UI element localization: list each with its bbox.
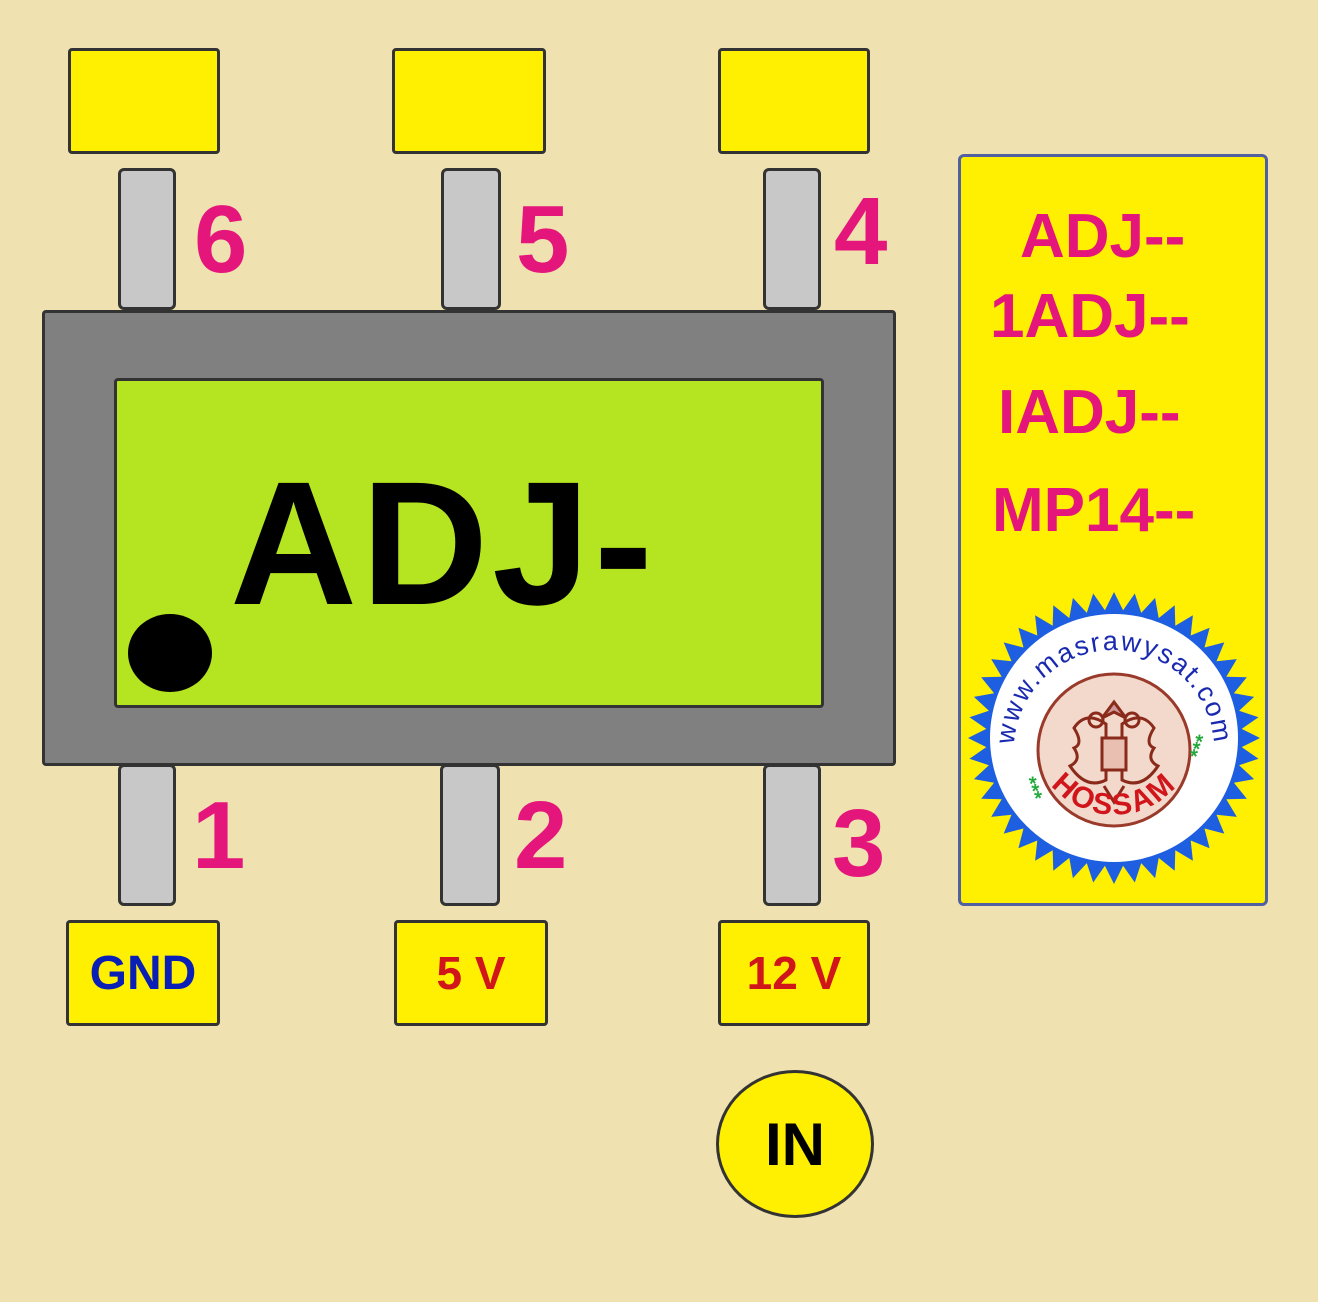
- pin-number-6: 6: [194, 186, 248, 293]
- leg-pin-1: [118, 764, 176, 906]
- chip-face: [114, 378, 824, 708]
- double-eagle-emblem: [1067, 699, 1161, 805]
- pin-number-1: 1: [192, 782, 246, 889]
- pin-number-2: 2: [514, 782, 568, 889]
- leg-pin-4: [763, 168, 821, 310]
- marking-code-1: ADJ--: [1020, 202, 1186, 271]
- leg-pin-2: [440, 764, 500, 906]
- leg-pin-6: [118, 168, 176, 310]
- watermark-seal: www.masrawysat.com HOSSAM *** ***: [968, 592, 1260, 884]
- chip-marking: ADJ-: [230, 446, 657, 642]
- pin-number-5: 5: [516, 186, 570, 293]
- pad-pin-3: 12 V: [718, 920, 870, 1026]
- input-marker-circle: IN: [716, 1070, 874, 1218]
- pin1-indicator-dot: [128, 614, 212, 692]
- pin-number-3: 3: [832, 790, 886, 897]
- pad-pin-4: [718, 48, 870, 154]
- marking-code-4: MP14--: [992, 476, 1196, 545]
- leg-pin-5: [441, 168, 501, 310]
- pad-pin-5: [392, 48, 546, 154]
- pin-number-4: 4: [834, 178, 888, 285]
- pad-pin-2: 5 V: [394, 920, 548, 1026]
- marking-code-2: 1ADJ--: [990, 282, 1190, 351]
- pad-pin-6: [68, 48, 220, 154]
- pad-pin-1: GND: [66, 920, 220, 1026]
- marking-code-3: IADJ--: [998, 378, 1181, 447]
- leg-pin-3: [763, 764, 821, 906]
